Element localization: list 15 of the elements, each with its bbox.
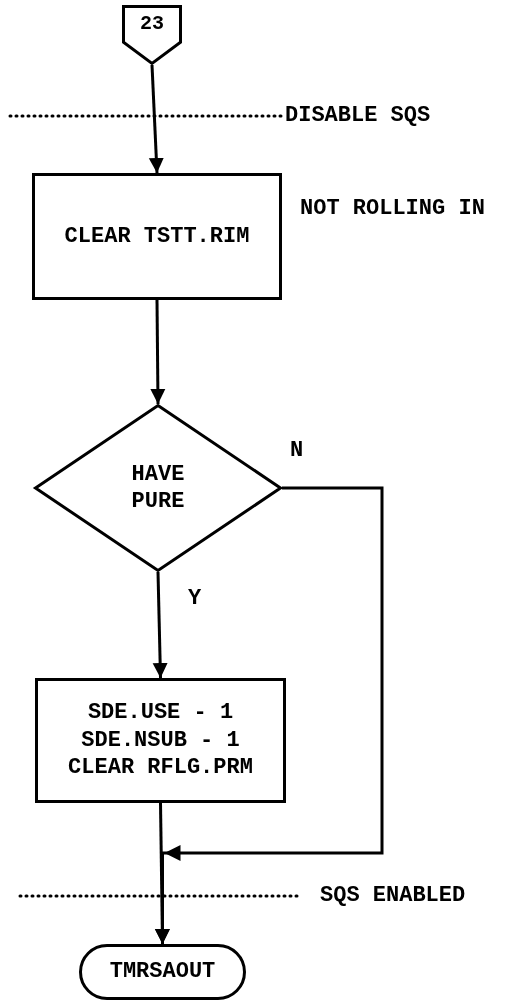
arrow <box>148 64 164 174</box>
decision-diamond <box>34 404 282 572</box>
arrow <box>152 571 168 679</box>
node-text: TMRSAOUT <box>109 958 216 986</box>
node-text: HAVE PURE <box>130 460 186 516</box>
arrow <box>150 300 166 404</box>
node-text: 23 <box>140 11 164 36</box>
process-box <box>32 173 282 300</box>
node-text: SDE.USE - 1 <box>87 699 234 727</box>
node-text: CLEAR RFLG.PRM <box>68 754 253 782</box>
arrow <box>155 486 384 944</box>
off-page-connector <box>122 5 182 65</box>
node-text: SDE.NSUB - 1 <box>81 726 240 755</box>
process-box <box>35 678 286 803</box>
node-text: CLEAR TSTT.RIM <box>64 222 250 251</box>
